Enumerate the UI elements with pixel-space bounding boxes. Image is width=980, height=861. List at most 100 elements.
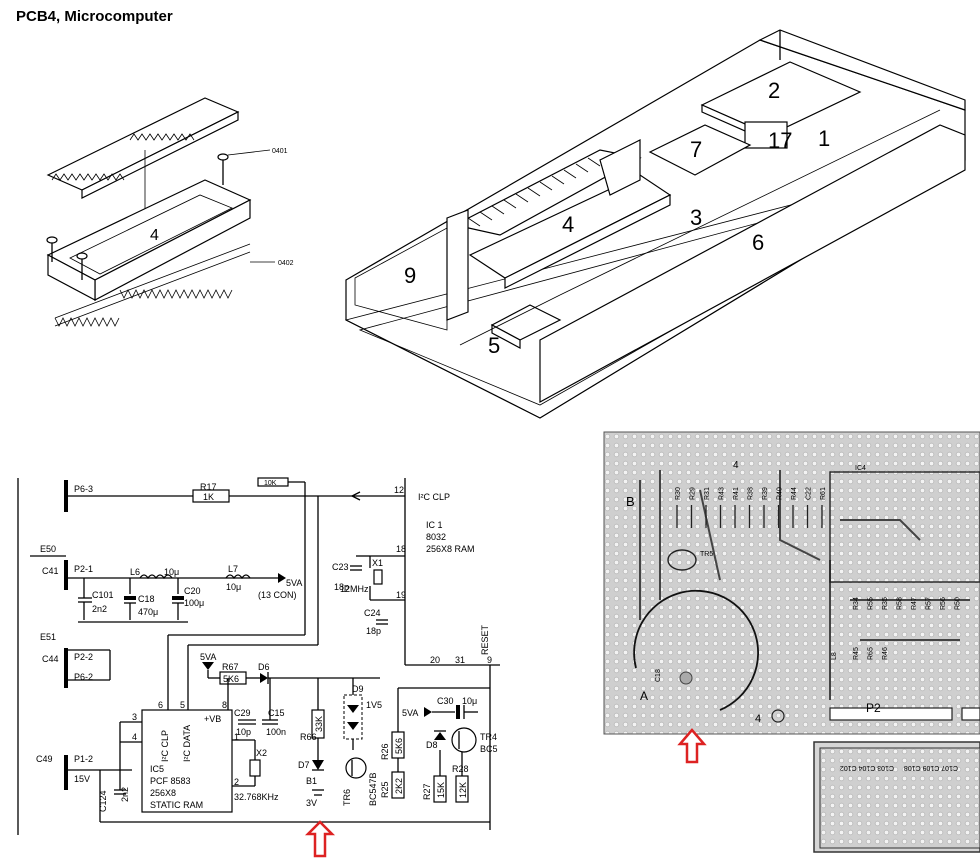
pcb-right-ref: R45: [853, 647, 860, 660]
label-pin8: 8: [222, 700, 227, 710]
label-5va: 5VA: [286, 578, 302, 588]
enclosure-view: 2 17 1 7 4 3 6 9 5: [344, 29, 966, 419]
label-c41: C41: [42, 566, 59, 576]
exploded-pin-strip: [54, 243, 251, 327]
label-d8: D8: [426, 740, 438, 750]
label-x1-val: 12MHz: [340, 584, 369, 594]
label-r28: R28: [452, 764, 469, 774]
schematic: P6-3 R17 1K 10K 12 I²C CLP E50 C41 P2-1 …: [17, 477, 500, 858]
pcb-col-ref: R38: [748, 487, 755, 500]
pcb-col-ref: R31: [704, 487, 711, 500]
pcb-col-ref: R43: [719, 487, 726, 500]
label-c29: C29: [234, 708, 251, 718]
label-pin3: 3: [132, 712, 137, 722]
pcb-col-ref: R41: [733, 487, 740, 500]
label-3v: 3V: [306, 798, 317, 808]
pcb-col-ref: R29: [690, 487, 697, 500]
label-c23: C23: [332, 562, 349, 572]
label-c18: C18: [138, 594, 155, 604]
label-r25-val: 2K2: [394, 778, 404, 794]
label-tr6: TR6: [342, 789, 352, 806]
label-pin2: 2: [234, 777, 239, 787]
label-r27: R27: [422, 783, 432, 800]
label-5va-2: 5VA: [200, 652, 216, 662]
label-d9: D9: [352, 684, 364, 694]
pcb-label-tr5: TR5: [700, 551, 713, 558]
pcb-col-ref: R61: [820, 487, 827, 500]
label-ic1-part: 8032: [426, 532, 446, 542]
label-13con: (13 CON): [258, 590, 297, 600]
label-c15-val: 100n: [266, 727, 286, 737]
label-tr6-val: BC547B: [368, 772, 378, 806]
label-pin5: 5: [180, 700, 185, 710]
label-p6-3: P6-3: [74, 484, 93, 494]
pcb-right-ref: R65: [868, 647, 875, 660]
encl-label-7: 7: [690, 137, 702, 162]
page-title: PCB4, Microcomputer: [16, 8, 173, 25]
pcb-label-b: B: [626, 494, 635, 509]
label-ic1-desc: 256X8 RAM: [426, 544, 475, 554]
label-pin18: 18: [396, 544, 406, 554]
svg-text:C103 C104 C102: C103 C104 C102: [840, 764, 894, 771]
label-c101-val: 2n2: [92, 604, 107, 614]
label-ic5-data: I²C DATA: [182, 725, 192, 762]
label-ic5-vb: +VB: [204, 714, 221, 724]
encl-label-5: 5: [488, 333, 500, 358]
label-x2: X2: [256, 748, 267, 758]
label-pin19: 19: [396, 590, 406, 600]
ic5-box: [141, 709, 233, 813]
label-c30: C30: [437, 696, 454, 706]
label-ic5-desc: STATIC RAM: [150, 800, 203, 810]
screw-mid-icon: [76, 252, 88, 280]
ref-0402: 0402: [278, 260, 294, 267]
label-pin4: 4: [132, 732, 137, 742]
label-pin20: 20: [430, 655, 440, 665]
label-c18-val: 470μ: [138, 607, 158, 617]
pcb-col-ref: R30: [675, 487, 682, 500]
label-c15: C15: [268, 708, 285, 718]
label-x1: X1: [372, 558, 383, 568]
pcb-label-4-top: 4: [733, 460, 739, 471]
pcb-label-p2: P2: [866, 701, 881, 715]
label-pin1: 1: [234, 732, 239, 742]
encl-label-17: 17: [768, 128, 792, 153]
label-r25: R25: [380, 781, 390, 798]
label-l7: L7: [228, 564, 238, 574]
pcb-right-ref: R55: [868, 597, 875, 610]
label-d6: D6: [258, 662, 270, 672]
exploded-part-number: 4: [150, 227, 159, 244]
label-c124: C124: [98, 790, 108, 812]
label-c30-val: 10μ: [462, 696, 477, 706]
encl-label-3: 3: [690, 205, 702, 230]
pcb-label-l8: L8: [831, 652, 838, 660]
label-r17: R17: [200, 482, 217, 492]
pcb-right-ref: R46: [882, 647, 889, 660]
exploded-view: 0401 4 0402: [46, 97, 294, 327]
screw-left-icon: [46, 236, 58, 262]
label-c29-val: 10p: [236, 727, 251, 737]
label-c24: C24: [364, 608, 381, 618]
pcb-right-ref: R47: [911, 597, 918, 610]
label-5va-3: 5VA: [402, 708, 418, 718]
pcb-capacitor-outline: [633, 589, 759, 711]
encl-label-4: 4: [562, 212, 574, 237]
label-pin31: 31: [455, 655, 465, 665]
label-15v: 15V: [74, 774, 90, 784]
label-c20-val: 100μ: [184, 598, 204, 608]
pcb-col-ref: R44: [791, 487, 798, 500]
label-c23-val: 18p: [334, 582, 349, 592]
pcb-right-ref: R50: [955, 597, 962, 610]
exploded-socket: [46, 179, 252, 301]
label-r66-val: 33K: [314, 716, 324, 732]
label-r67-val: 5K6: [223, 674, 239, 684]
encl-label-9: 9: [404, 263, 416, 288]
label-x2-val: 32.768KHz: [234, 792, 279, 802]
label-c124-val: 2n2: [120, 787, 130, 802]
label-c24-val: 18p: [366, 626, 381, 636]
label-c20: C20: [184, 586, 201, 596]
pcb-label-4-bottom: 4: [755, 713, 761, 725]
pcb-right-ref: R58: [897, 597, 904, 610]
label-r26-val: 5K6: [394, 738, 404, 754]
label-r66: R66: [300, 732, 317, 742]
